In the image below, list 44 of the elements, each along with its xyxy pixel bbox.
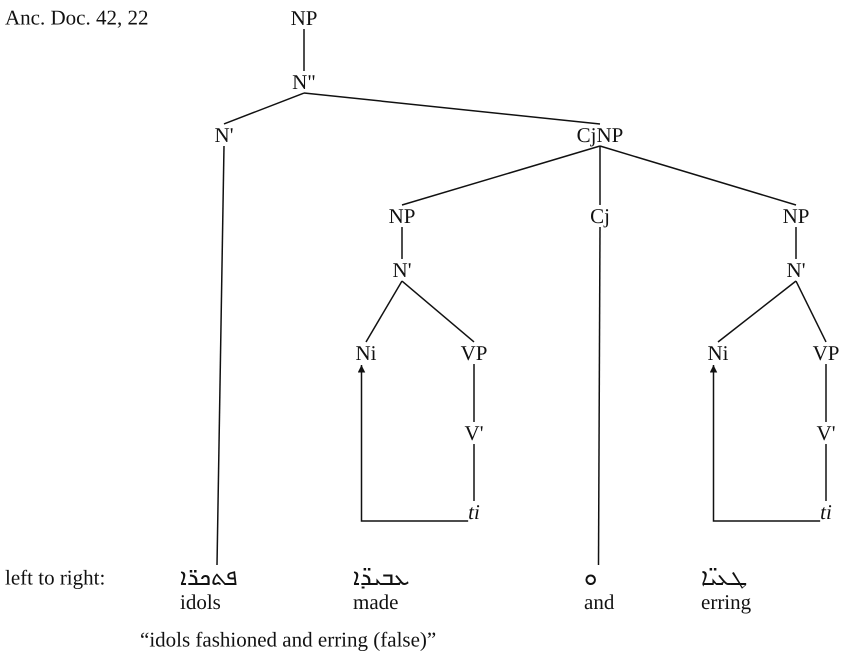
direction-note: left to right: — [5, 566, 106, 590]
branch-line — [402, 145, 600, 206]
branch-line — [473, 364, 475, 422]
branch-line — [303, 29, 305, 71]
gloss-text: and — [584, 591, 614, 614]
tree-label: Ni — [356, 342, 376, 364]
branch-line — [401, 227, 403, 259]
tree-label: ti — [468, 500, 480, 524]
tree-label: VP — [812, 342, 840, 364]
tree-label: Ni — [708, 342, 728, 364]
branch-line — [795, 280, 827, 342]
tree-label: NP — [782, 204, 810, 228]
source-label: Anc. Doc. 42, 22 — [5, 6, 148, 30]
branch-line — [825, 444, 827, 501]
tree-label: V' — [464, 422, 484, 444]
tree-label: NP — [290, 6, 318, 30]
branch-line — [598, 227, 601, 565]
tree-label: NP — [388, 204, 416, 228]
tree-label: CjNP — [576, 124, 624, 146]
gloss-text: erring — [701, 591, 752, 614]
branch-line — [825, 364, 827, 422]
branch-line — [365, 280, 403, 342]
branch-line — [599, 146, 601, 205]
trace-arrow — [358, 365, 468, 522]
trace-arrow — [710, 365, 820, 522]
tree-label: N' — [392, 258, 412, 282]
translation-text: “idols fashioned and erring (false)” — [140, 628, 436, 652]
branch-line — [600, 145, 796, 206]
gloss-text: made — [353, 591, 398, 614]
tree-label: VP — [460, 342, 488, 364]
branch-line — [402, 280, 474, 343]
tree-label: N' — [214, 124, 234, 146]
branch-line — [304, 92, 600, 125]
tree-label: N' — [786, 258, 806, 282]
tree-label: V' — [816, 422, 836, 444]
tree-label: ti — [820, 500, 832, 524]
branch-line — [216, 146, 225, 566]
tree-label: Cj — [590, 204, 610, 228]
branch-line — [795, 227, 797, 259]
tree-label: N" — [292, 70, 316, 94]
branch-line — [473, 444, 475, 501]
branch-line — [224, 92, 304, 125]
gloss-text: idols — [180, 591, 221, 614]
branch-line — [718, 280, 796, 343]
